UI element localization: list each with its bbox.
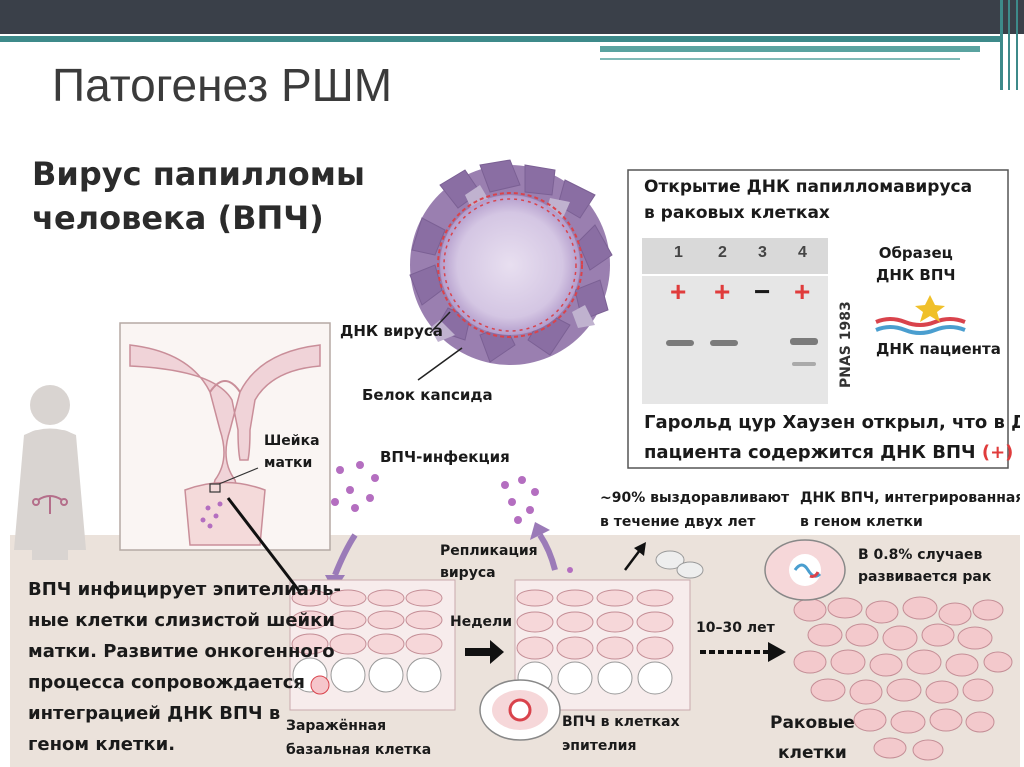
cervix-label: Шейка матки xyxy=(264,433,320,471)
slide-accent-line xyxy=(600,46,980,52)
integrated-dna-label: ДНК ВПЧ, интегрированная в геном клетки xyxy=(800,490,1020,530)
virus-replication-label: Репликация вируса xyxy=(440,543,538,581)
epithelium-block-1 xyxy=(289,579,456,711)
slide-accent-vline xyxy=(1016,0,1018,90)
epithelial-cell-zoom-icon xyxy=(479,679,561,741)
replication-arrow xyxy=(537,533,558,571)
weeks-label: Недели xyxy=(450,614,513,630)
virus-dna-label: ДНК вируса xyxy=(340,322,443,340)
gel-lane-sign: + xyxy=(670,276,687,307)
gel-lane-number: 1 xyxy=(674,244,683,261)
gel-lane-number: 4 xyxy=(798,244,807,261)
gel-lane-sign: + xyxy=(794,276,811,307)
gel-lane-sign: + xyxy=(714,276,731,307)
slide-accent-line xyxy=(600,58,960,60)
hpv-epithelium-label: ВПЧ в клетках эпителия xyxy=(562,714,680,754)
infection-arrow xyxy=(332,533,358,577)
hpv-dna-sample-label: Образец ДНК ВПЧ xyxy=(876,244,956,284)
woman-silhouette-icon xyxy=(14,385,86,560)
infected-basal-cell-label: Заражённая базальная клетка xyxy=(286,718,432,758)
cancer-percent-label: В 0.8% случаев развивается рак xyxy=(858,547,992,585)
integrated-cell-icon xyxy=(764,539,846,601)
cancer-cells-label: Раковые клетки xyxy=(770,713,855,763)
gel-bands xyxy=(666,338,818,366)
slide-accent-vline xyxy=(1000,0,1003,90)
gel-citation: PNAS 1983 xyxy=(838,301,854,388)
slide-top-bar xyxy=(0,0,1024,34)
gel-lane-number: 2 xyxy=(718,244,727,261)
dna-strand-icon xyxy=(875,295,966,335)
uterus-inset xyxy=(119,322,331,551)
gel-caption-sign: (+) xyxy=(981,442,1014,463)
patient-dna-label: ДНК пациента xyxy=(876,340,1001,358)
gel-title: Открытие ДНК папилломавируса в раковых к… xyxy=(644,177,973,223)
slide-accent-vline xyxy=(1008,0,1010,90)
gel-caption: Гарольд цур Хаузен открыл, что в ДНК пац… xyxy=(644,412,1020,463)
capsid-protein-label: Белок капсида xyxy=(362,386,493,404)
gel-lane-number: 3 xyxy=(758,244,767,261)
hpv-infection-label: ВПЧ-инфекция xyxy=(380,448,510,466)
diagram-illustration xyxy=(10,159,1020,767)
slide-accent-line xyxy=(0,36,1000,42)
years-label: 10–30 лет xyxy=(696,620,775,636)
virus-particle-icon xyxy=(409,159,613,365)
weeks-arrow xyxy=(465,640,504,664)
description-text: ВПЧ инфицирует эпителиаль- ные клетки сл… xyxy=(28,579,341,755)
uterus-small-icon xyxy=(32,495,68,514)
slide-title: Патогенез РШМ xyxy=(52,59,393,111)
hpv-pathogenesis-diagram: Вирус папилломы человека (ВПЧ) ДНК вирус… xyxy=(10,130,1020,767)
cancer-cell-cluster xyxy=(793,596,1013,761)
gel-lane-sign: − xyxy=(754,276,771,307)
diagram-heading: Вирус папилломы человека (ВПЧ) xyxy=(32,155,365,237)
recovery-label: ~90% выздоравливают в течение двух лет xyxy=(600,490,790,530)
